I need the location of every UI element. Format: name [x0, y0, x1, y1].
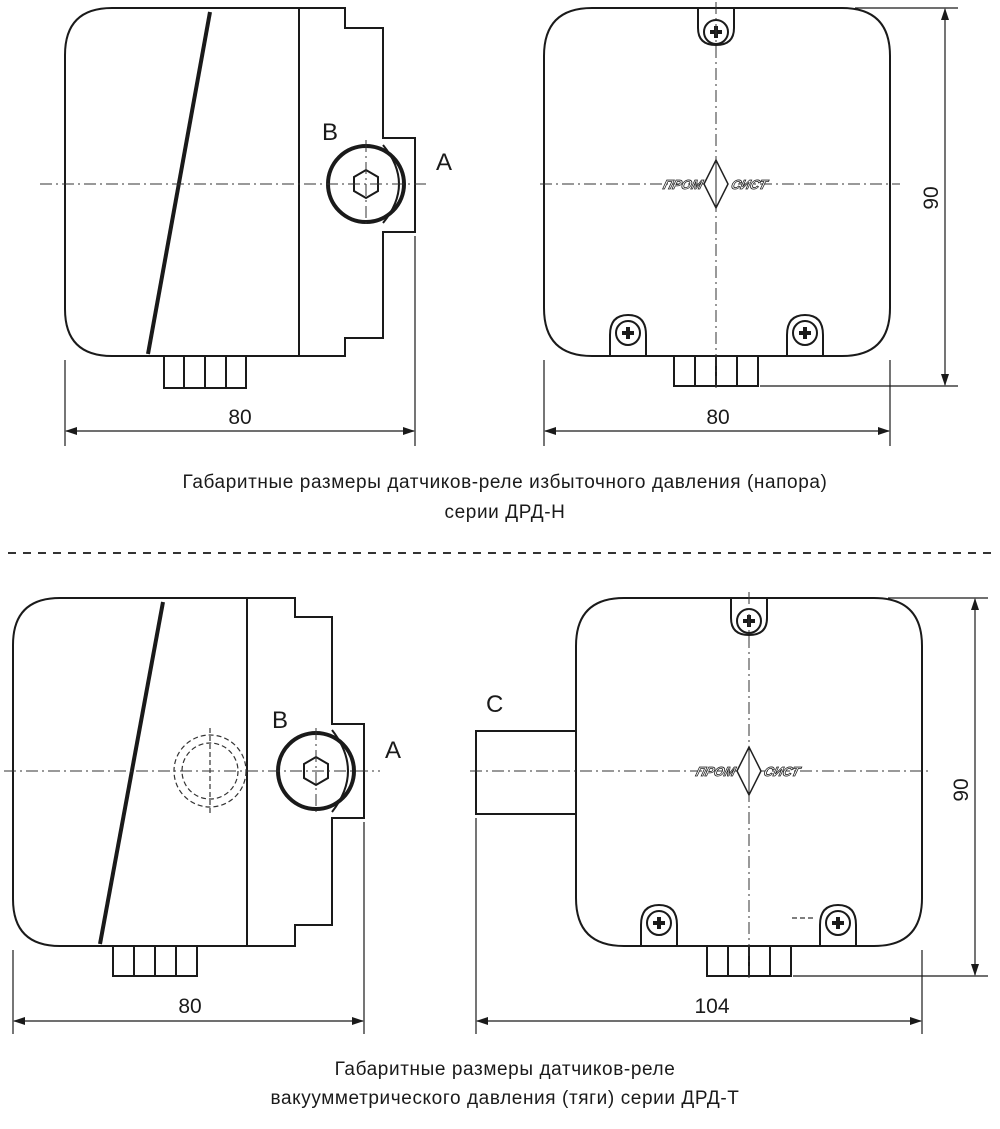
top-side-width-value: 80: [228, 406, 251, 429]
top-label-b: В: [322, 119, 338, 146]
top-logo-right: СИСТ: [730, 177, 770, 192]
bottom-side-width-dimension: [12, 822, 365, 1034]
top-logo-left: ПРОМ: [662, 177, 706, 192]
top-front-width-value: 80: [706, 406, 729, 429]
bottom-front-height-dimension: [793, 597, 988, 977]
bottom-caption-line2: вакуумметрического давления (тяги) серии…: [270, 1088, 739, 1109]
top-caption-line1: Габаритные размеры датчиков-реле избыточ…: [183, 472, 828, 493]
top-front-width-dimension: [543, 360, 891, 446]
bottom-front-view: [470, 592, 932, 982]
bottom-side-view: [4, 597, 380, 977]
top-side-width-dimension: [64, 236, 416, 446]
top-caption-line2: серии ДРД-Н: [445, 502, 566, 523]
bottom-label-c: С: [486, 691, 503, 718]
bottom-front-width-dimension: [475, 818, 923, 1034]
bottom-caption-line1: Габаритные размеры датчиков-реле: [335, 1059, 676, 1080]
top-label-a: А: [436, 149, 452, 176]
bottom-label-b: В: [272, 707, 288, 734]
top-front-height-value: 90: [920, 186, 943, 209]
bottom-logo-left: ПРОМ: [694, 764, 738, 779]
top-front-height-dimension: [760, 7, 958, 387]
bottom-label-a: А: [385, 737, 401, 764]
bottom-front-width-value: 104: [694, 995, 729, 1018]
top-side-view: [40, 7, 430, 389]
bottom-side-width-value: 80: [178, 995, 201, 1018]
bottom-logo-right: СИСТ: [762, 764, 802, 779]
bottom-front-height-value: 90: [950, 778, 973, 801]
top-front-view: [540, 2, 900, 392]
